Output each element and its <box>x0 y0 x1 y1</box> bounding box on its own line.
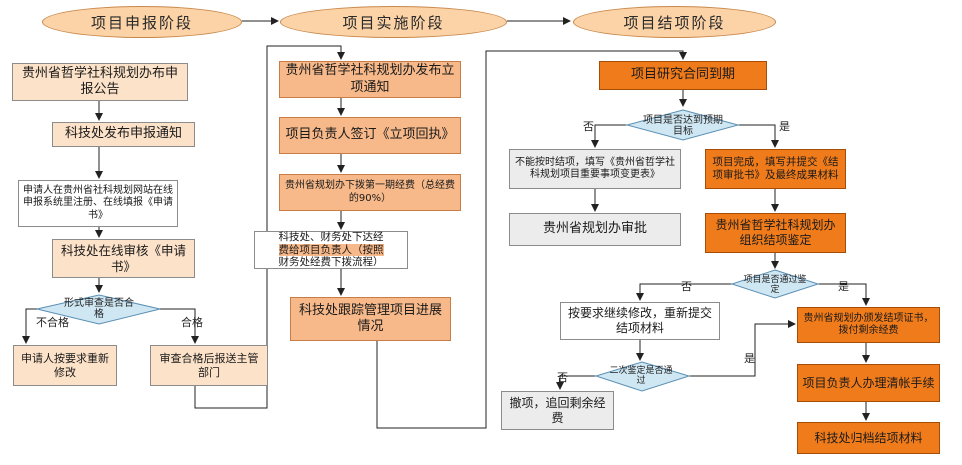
node-expire: 项目研究合同到期 <box>599 61 767 90</box>
node-announce: 贵州省哲学社科规划办布申报公告 <box>12 63 188 101</box>
label-no2: 否 <box>681 280 692 293</box>
label-yes: 是 <box>779 120 790 133</box>
node-complete: 项目完成，填写并提交《结项审批书》及最终成果材料 <box>705 149 846 189</box>
stage-close: 项目结项阶段 <box>573 6 776 38</box>
node-submit: 审查合格后报送主管部门 <box>150 345 268 386</box>
node-fund1: 贵州省规划办下拨第一期经费（总经费的90%） <box>279 174 461 211</box>
stage-apply: 项目申报阶段 <box>42 6 242 38</box>
fund-pass-line-3: 财务处经费下拨流程） <box>278 256 384 269</box>
node-sign: 项目负责人签订《立项回执》 <box>279 117 461 154</box>
label-second-check: 二次鉴定是否通过 <box>609 365 673 386</box>
fund-pass-line-2: 费给项目负责人（按照 <box>278 243 384 257</box>
label-pass-check: 项目是否通过鉴定 <box>743 274 807 295</box>
stage-implement: 项目实施阶段 <box>280 6 507 38</box>
node-cannot: 不能按时结项，填写《贵州省哲学社科规划项目重要事项变更表》 <box>509 149 681 189</box>
label-yes2: 是 <box>838 280 849 293</box>
label-formal-check: 形式审查是否合格 <box>64 297 134 321</box>
node-notify: 科技处发布申报通知 <box>52 122 195 147</box>
label-fail: 不合格 <box>36 316 69 329</box>
node-archive: 科技处归档结项材料 <box>797 422 940 454</box>
decision-diamond-goal <box>625 109 740 141</box>
node-track: 科技处跟踪管理项目进展情况 <box>290 297 451 341</box>
node-organize: 贵州省哲学社科规划办组织结项鉴定 <box>705 213 846 253</box>
label-pass: 合格 <box>181 316 203 329</box>
node-certificate: 贵州省规划办颁发结项证书，拨付剩余经费 <box>797 307 940 343</box>
label-yes3: 是 <box>744 352 755 365</box>
node-notice: 贵州省哲学社科规划办发布立项通知 <box>279 61 461 98</box>
node-resubmit: 按要求继续修改，重新提交结项材料 <box>560 302 720 340</box>
node-apply: 申请人在贵州省社科规划网站在线申报系统里注册、在线填报《申请书》 <box>18 180 178 227</box>
label-goal: 项目是否达到预期目标 <box>643 114 723 138</box>
node-approve: 贵州省规划办审批 <box>509 213 681 246</box>
node-modify: 申请人按要求重新修改 <box>13 345 117 386</box>
node-revoke: 撤项，追回剩余经费 <box>501 391 614 430</box>
node-settle: 项目负责人办理清帐手续 <box>797 364 940 402</box>
node-review: 科技处在线审核《申请书》 <box>52 239 195 278</box>
fund-pass-line-1: 科技处、财务处下达经 <box>278 231 384 244</box>
label-no: 否 <box>583 120 594 133</box>
decision-diamond-formal-check <box>36 294 161 325</box>
label-no3: 否 <box>557 371 568 384</box>
decision-diamond-second-check <box>594 361 691 392</box>
decision-diamond-pass-check <box>730 269 820 299</box>
node-fund-pass: 科技处、财务处下达经 费给项目负责人（按照 财务处经费下拨流程） <box>254 231 408 269</box>
